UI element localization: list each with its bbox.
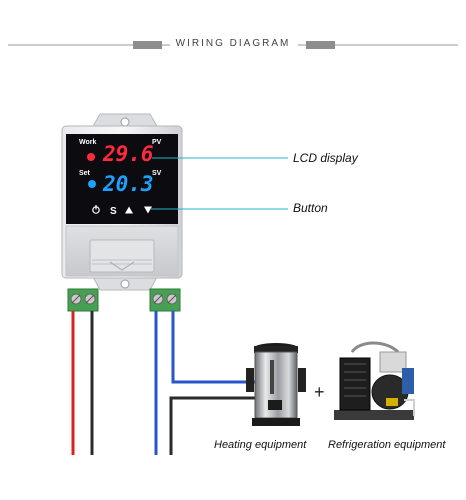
page-title: WIRING DIAGRAM xyxy=(175,38,291,49)
set-indicator-light xyxy=(88,180,96,188)
pv-label: PV xyxy=(152,139,162,146)
refrigeration-equipment-label: Refrigeration equipment xyxy=(328,439,446,451)
button-row: S xyxy=(92,205,152,217)
header-rules xyxy=(8,41,458,49)
refrigeration-equipment-image xyxy=(334,341,415,420)
wires xyxy=(71,311,258,455)
button-label: Button xyxy=(293,201,328,215)
terminal-block-left xyxy=(67,288,99,312)
heating-equipment-label: Heating equipment xyxy=(214,439,307,451)
work-indicator-light xyxy=(87,153,95,161)
down-button-icon[interactable] xyxy=(144,206,152,214)
plus-sign: + xyxy=(314,382,325,402)
sv-label: SV xyxy=(152,170,162,177)
lcd-display-label: LCD display xyxy=(293,151,358,165)
sv-value: 20.3 xyxy=(103,172,154,196)
pv-value: 29.6 xyxy=(103,142,154,166)
terminal-block-right xyxy=(149,288,181,312)
s-button-icon[interactable]: S xyxy=(110,206,117,217)
set-label: Set xyxy=(79,170,90,177)
work-label: Work xyxy=(79,139,97,146)
up-button-icon[interactable] xyxy=(125,206,133,214)
heating-equipment-image xyxy=(246,343,306,426)
power-button-icon[interactable] xyxy=(92,205,100,214)
callout-lines xyxy=(150,157,288,210)
